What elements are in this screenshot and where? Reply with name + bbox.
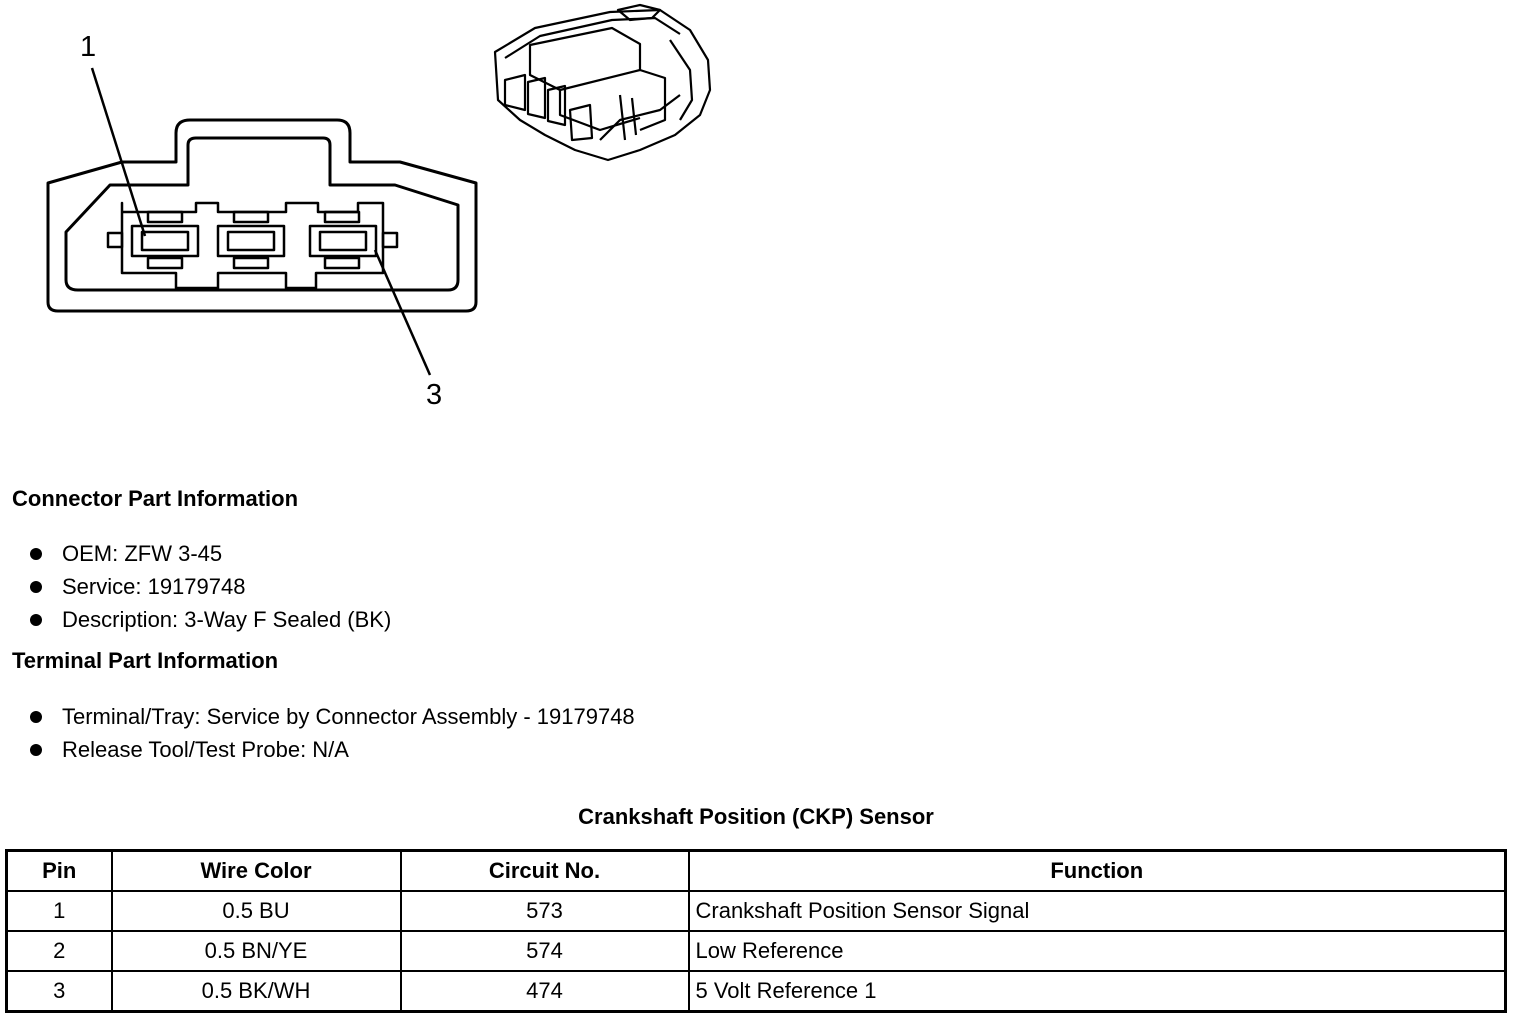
callout-label-1: 1 xyxy=(80,31,96,63)
terminal-info-list: Terminal/Tray: Service by Connector Asse… xyxy=(30,700,635,766)
list-item: Service: 19179748 xyxy=(30,570,391,603)
column-header-pin: Pin xyxy=(5,849,113,892)
table-header-row: Pin Wire Color Circuit No. Function xyxy=(5,849,1507,892)
circuit-no-cell: 573 xyxy=(399,890,690,932)
callout-leader-3 xyxy=(373,249,432,376)
terminal-frame xyxy=(120,201,385,290)
callout-leader-1 xyxy=(90,67,147,237)
wire-color-cell: 0.5 BU xyxy=(110,890,402,932)
column-header-function: Function xyxy=(687,849,1507,892)
function-cell: Low Reference xyxy=(687,930,1507,972)
table-title: Crankshaft Position (CKP) Sensor xyxy=(578,804,934,829)
connector-housing-inner xyxy=(64,136,460,292)
list-item: Terminal/Tray: Service by Connector Asse… xyxy=(30,700,635,733)
wire-color-cell: 0.5 BN/YE xyxy=(110,930,402,972)
column-header-circuit-no: Circuit No. xyxy=(399,849,690,892)
connector-3d-illustration xyxy=(493,3,712,162)
column-header-wire-color: Wire Color xyxy=(110,849,402,892)
connector-info-heading: Connector Part Information xyxy=(12,486,299,511)
pin-cell: 1 xyxy=(5,890,113,932)
wire-color-cell: 0.5 BK/WH xyxy=(110,970,402,1013)
list-item: Description: 3-Way F Sealed (BK) xyxy=(30,603,391,636)
terminal-cavity-2 xyxy=(216,210,286,270)
callout-label-3: 3 xyxy=(426,379,442,411)
pinout-table: Pin Wire Color Circuit No. Function 1 0.… xyxy=(5,849,1507,1013)
connector-housing-outline xyxy=(46,118,478,313)
circuit-no-cell: 474 xyxy=(399,970,690,1013)
function-cell: Crankshaft Position Sensor Signal xyxy=(687,890,1507,932)
connector-diagram: 1 3 xyxy=(46,3,712,411)
list-item: OEM: ZFW 3-45 xyxy=(30,537,391,570)
pin-cell: 3 xyxy=(5,970,113,1013)
terminal-info-heading: Terminal Part Information xyxy=(12,648,279,673)
circuit-no-cell: 574 xyxy=(399,930,690,972)
list-item: Release Tool/Test Probe: N/A xyxy=(30,733,635,766)
terminal-cavity-1 xyxy=(130,210,200,270)
terminal-cavity-3 xyxy=(308,210,378,270)
connector-info-list: OEM: ZFW 3-45 Service: 19179748 Descript… xyxy=(30,537,391,636)
table-row: 1 0.5 BU 573 Crankshaft Position Sensor … xyxy=(5,890,1507,932)
table-row: 2 0.5 BN/YE 574 Low Reference xyxy=(5,930,1507,972)
table-row: 3 0.5 BK/WH 474 5 Volt Reference 1 xyxy=(5,970,1507,1013)
pin-cell: 2 xyxy=(5,930,113,972)
function-cell: 5 Volt Reference 1 xyxy=(687,970,1507,1013)
